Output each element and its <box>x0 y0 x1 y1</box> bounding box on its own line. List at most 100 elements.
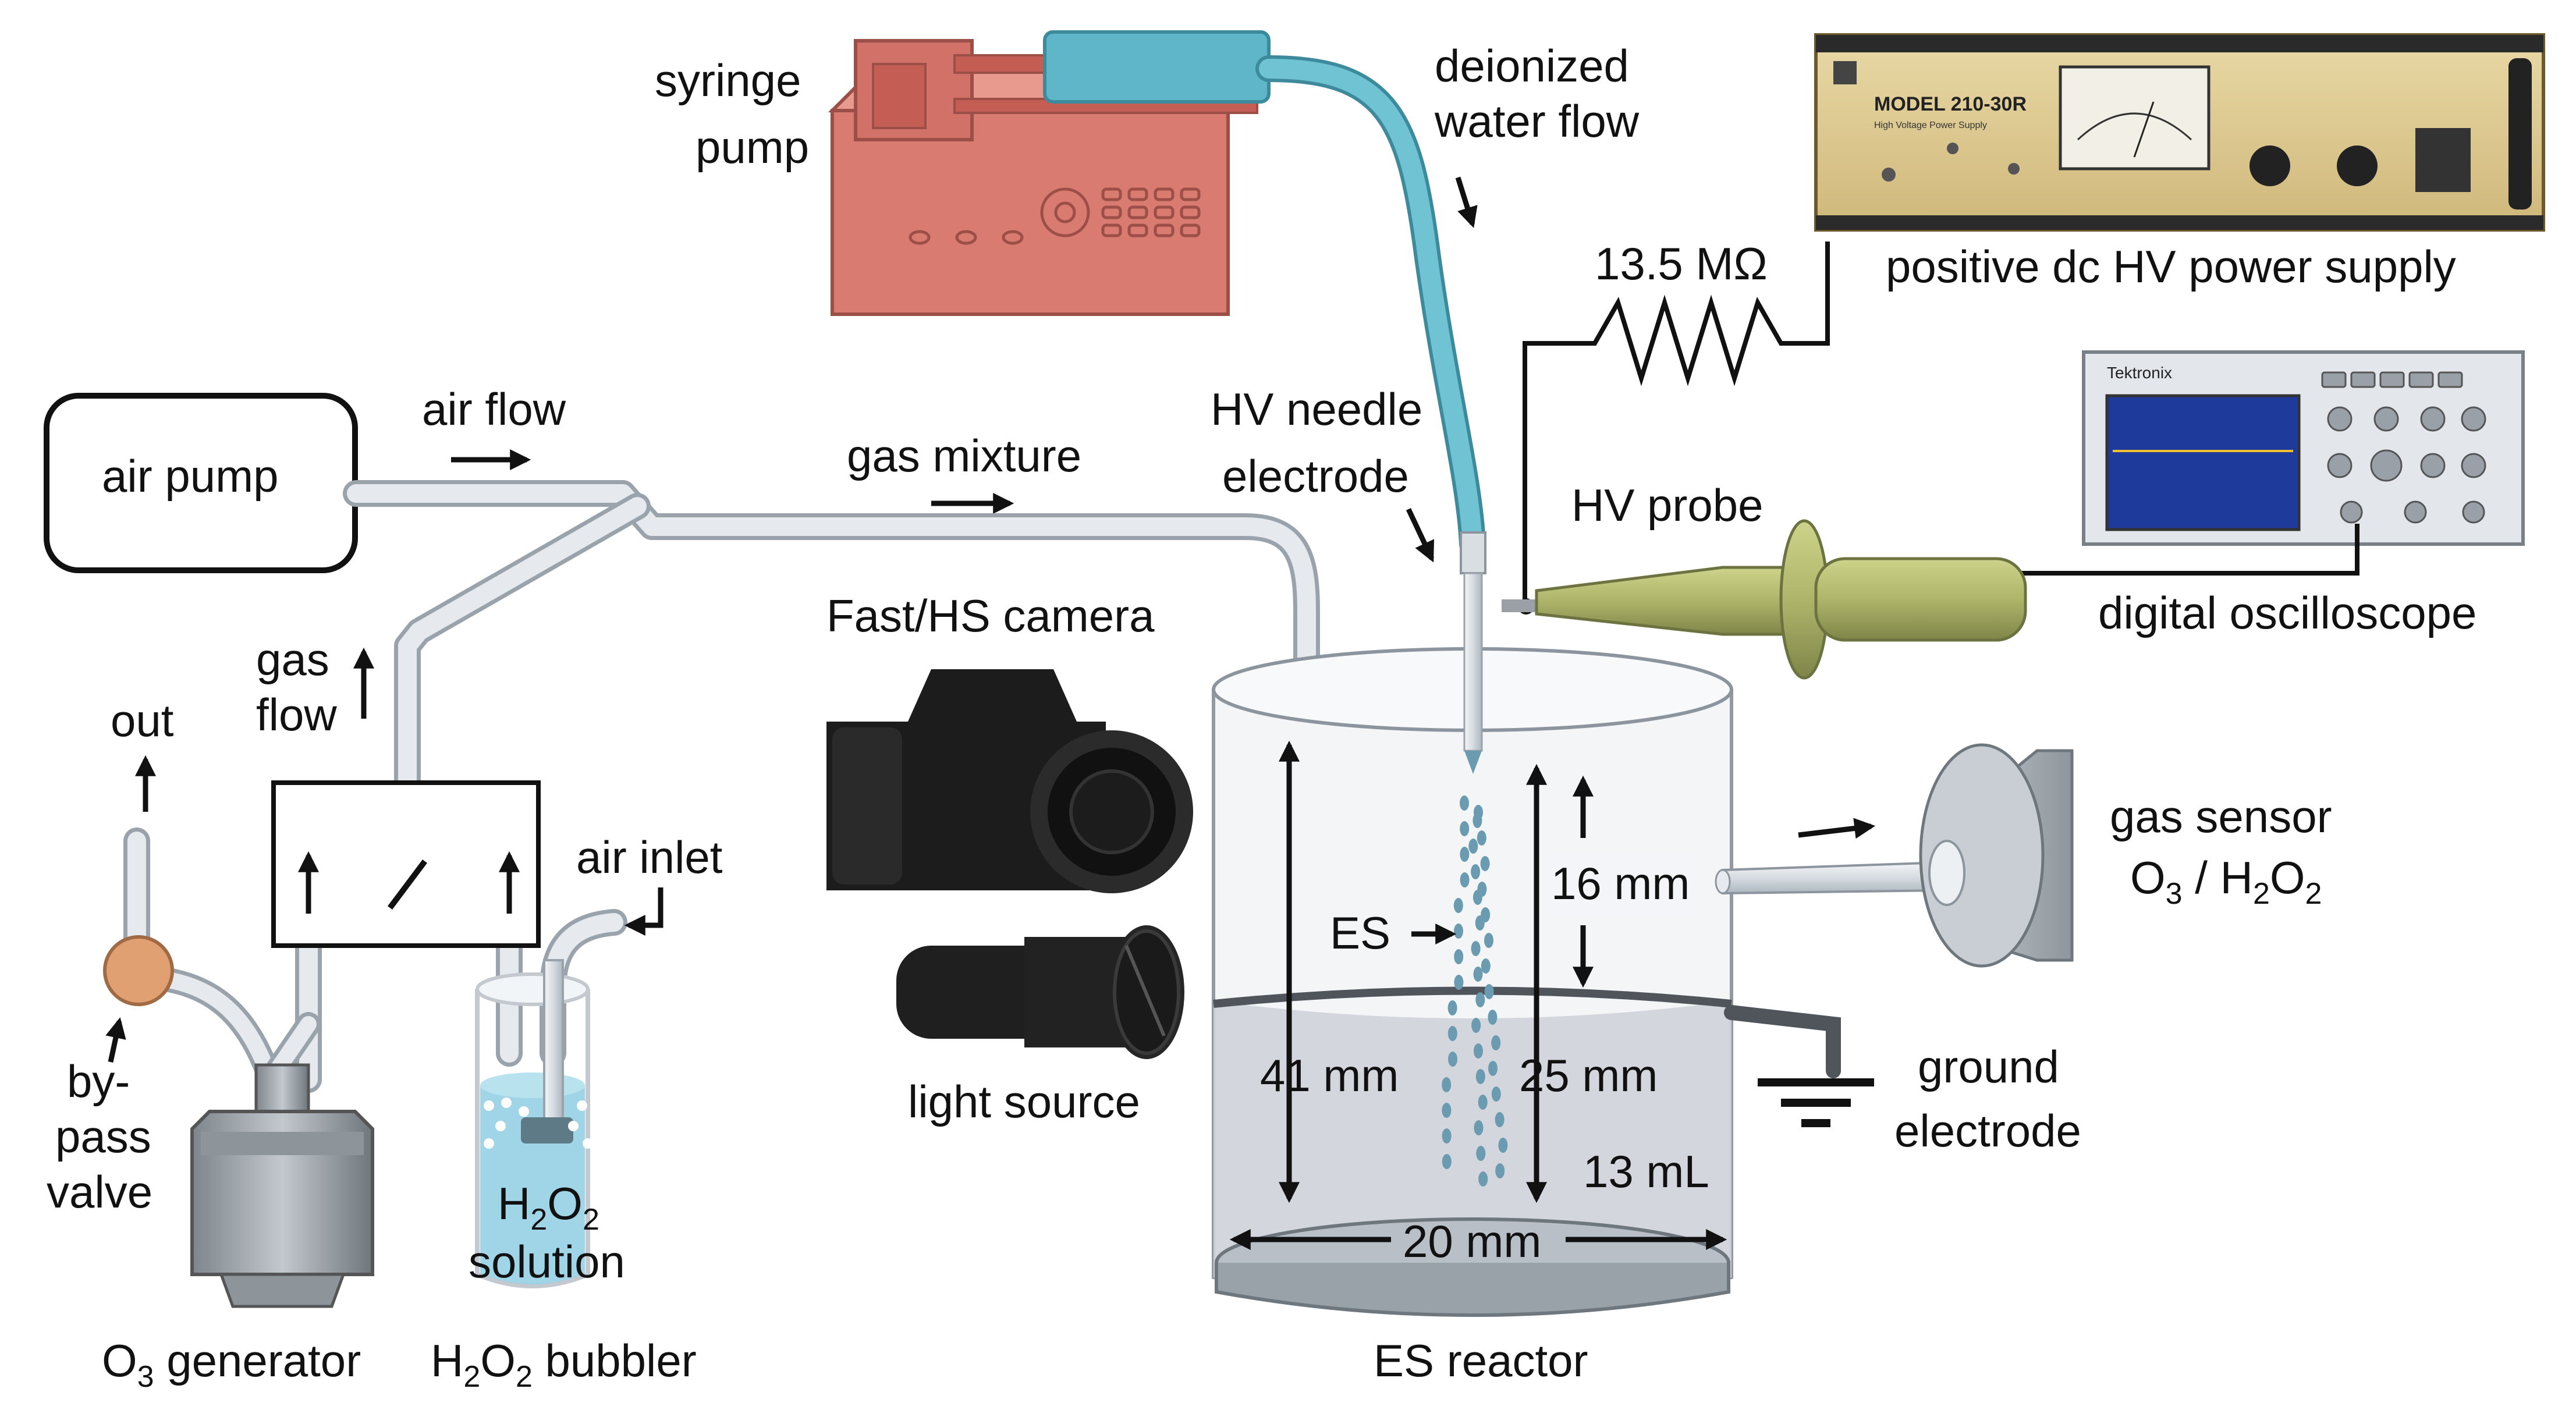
droplet <box>1447 1026 1457 1041</box>
voltmeter <box>2059 65 2210 171</box>
needle-holder <box>1460 531 1486 574</box>
droplet <box>1442 1103 1452 1118</box>
droplet <box>1498 1138 1508 1153</box>
air-inlet-label: air inlet <box>576 832 723 883</box>
droplet <box>1454 924 1463 939</box>
hv-needle <box>1463 572 1483 752</box>
hv-probe <box>1502 519 2027 680</box>
valve-switch-box <box>271 780 541 948</box>
droplet <box>1460 872 1470 887</box>
droplet <box>1495 1163 1505 1178</box>
droplet <box>1442 1128 1452 1143</box>
droplet <box>1484 933 1493 948</box>
dim-16-label: 16 mm <box>1551 858 1690 909</box>
power-supply-subtitle: High Voltage Power Supply <box>1874 120 1987 130</box>
bypass-arrow <box>105 1017 126 1063</box>
gas-tubing <box>123 480 1320 1093</box>
droplet <box>1447 1000 1457 1015</box>
air-inlet-arrow <box>624 887 663 936</box>
taylor-cone <box>1464 751 1482 774</box>
droplet <box>1460 821 1470 836</box>
deionized-water-label-2: water flow <box>1434 95 1640 147</box>
oscilloscope: Tektronix <box>2082 350 2525 546</box>
h2o2-solution-label-2: solution <box>469 1236 625 1287</box>
syringe-pump-label: syringe <box>655 55 801 106</box>
bypass-label: by- <box>67 1056 130 1107</box>
droplet <box>1472 813 1482 828</box>
droplet <box>1480 856 1490 871</box>
ground-lead <box>1724 1005 1841 1078</box>
keypad <box>909 187 1201 245</box>
droplet <box>1454 949 1464 964</box>
es-label: ES <box>1330 907 1390 958</box>
power-switch <box>2415 128 2471 192</box>
water-tube <box>1259 59 1482 554</box>
air-pump-label: air pump <box>102 450 278 502</box>
droplet <box>1473 967 1483 982</box>
camera-label: Fast/HS camera <box>826 590 1155 641</box>
droplet <box>1475 992 1485 1007</box>
gas-flow-label-2: flow <box>256 689 337 740</box>
o3-generator-label: O3 generator <box>102 1335 361 1394</box>
droplet <box>1472 890 1482 905</box>
droplet <box>1478 1095 1488 1110</box>
electrospray-droplets <box>1442 795 1508 1187</box>
ground-electrode-label-2: electrode <box>1894 1105 2081 1156</box>
droplet <box>1475 915 1485 931</box>
droplet <box>1471 941 1481 956</box>
oscilloscope-brand: Tektronix <box>2107 364 2172 382</box>
water-flow-arrow <box>1455 176 1478 228</box>
ground-electrode-label: ground <box>1918 1041 2059 1092</box>
droplet <box>1471 864 1481 879</box>
droplet <box>1454 975 1464 990</box>
syringe-pump-label-2: pump <box>696 122 809 173</box>
droplet <box>1474 1043 1483 1059</box>
dim-25-label: 25 mm <box>1519 1050 1658 1101</box>
droplet <box>1488 1061 1498 1076</box>
droplet <box>1448 1052 1457 1067</box>
droplet <box>1471 1018 1481 1033</box>
bypass-label-2: pass <box>55 1111 151 1162</box>
dim-41-label: 41 mm <box>1260 1050 1399 1101</box>
syringe-barrel <box>1043 30 1271 104</box>
droplet <box>1484 984 1494 999</box>
droplet <box>1460 847 1470 862</box>
droplet <box>1495 1112 1505 1127</box>
ground-symbol-icon <box>1758 1078 1874 1127</box>
droplet <box>1476 1146 1486 1161</box>
gas-sensor-species-label: O3 / H2O2 <box>2130 852 2322 911</box>
brand-logo <box>1833 61 1857 84</box>
droplet <box>1477 830 1486 846</box>
power-supply-label: positive dc HV power supply <box>1886 241 2456 292</box>
hv-probe-label: HV probe <box>1571 480 1764 531</box>
valve-switch-icon <box>388 860 427 910</box>
droplet <box>1453 898 1463 913</box>
droplet <box>1442 1154 1452 1169</box>
camera-icon <box>826 669 1193 893</box>
gas-mixture-label: gas mixture <box>847 430 1081 481</box>
light-source-label: light source <box>908 1076 1140 1127</box>
air-flow-label: air flow <box>422 383 566 435</box>
needle-label: HV needle <box>1211 383 1422 435</box>
o3-generator <box>190 1063 374 1308</box>
knob-icon <box>2337 145 2378 186</box>
es-reactor-label: ES reactor <box>1374 1335 1588 1386</box>
syringe-pump <box>828 30 1271 316</box>
deionized-water-label: deionized <box>1435 40 1629 91</box>
droplet <box>1481 958 1491 974</box>
dim-20-label: 20 mm <box>1403 1216 1541 1267</box>
resistor-wire <box>1523 242 1830 605</box>
hv-power-supply: MODEL 210-30R High Voltage Power Supply <box>1814 33 2545 232</box>
droplet <box>1460 795 1469 811</box>
oscilloscope-label: digital oscilloscope <box>2098 587 2476 638</box>
h2o2-bubbler-label: H2O2 bubbler <box>431 1335 697 1394</box>
knob-icon <box>2249 145 2290 186</box>
volume-label: 13 mL <box>1583 1146 1709 1197</box>
h2o2-bubbler <box>475 959 593 1288</box>
needle-label-2: electrode <box>1222 450 1409 502</box>
bypass-valve <box>103 935 174 1006</box>
sensor-flow-arrow <box>1798 818 1876 839</box>
gas-sensor-label: gas sensor <box>2110 791 2332 842</box>
